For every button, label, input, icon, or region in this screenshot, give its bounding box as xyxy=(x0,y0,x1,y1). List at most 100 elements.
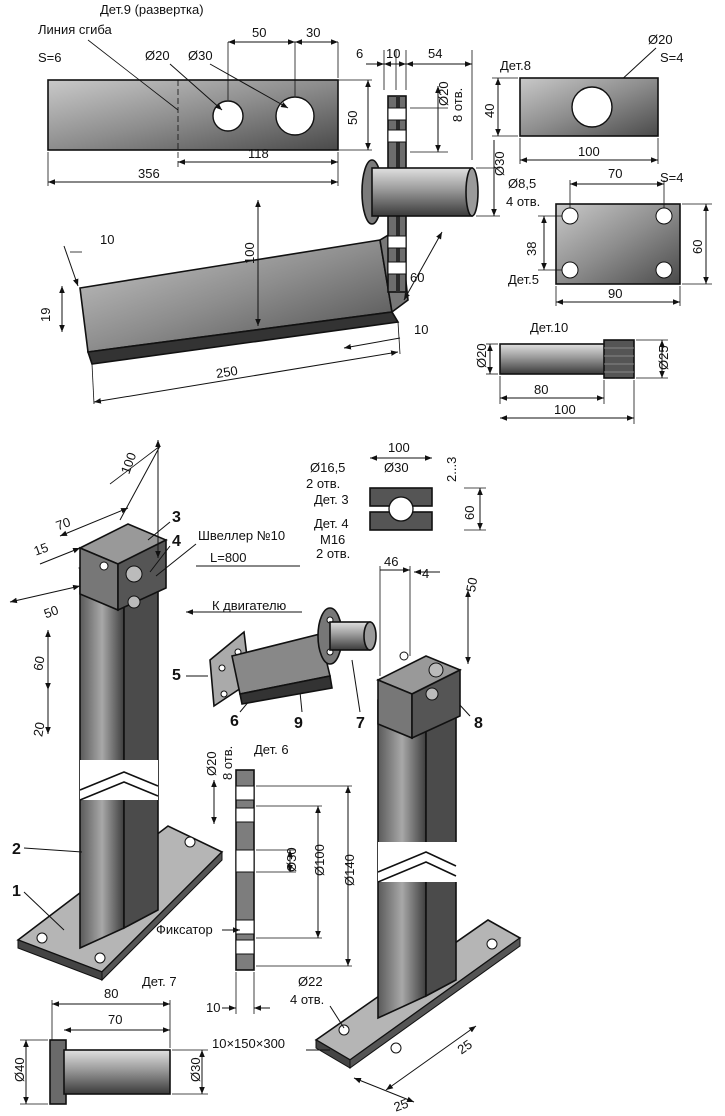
det34-height: 60 xyxy=(462,506,477,520)
det6-shaft-dia: Ø30 xyxy=(492,151,507,176)
det8-height: 40 xyxy=(482,104,497,118)
callout-7: 7 xyxy=(356,715,365,732)
left-dim-20: 20 xyxy=(30,721,47,738)
det6-d100: Ø100 xyxy=(312,844,327,876)
det5-thickness: S=4 xyxy=(660,170,684,185)
callout-6: 6 xyxy=(230,713,239,730)
bracket-dim-60: 60 xyxy=(410,270,424,285)
det9-flat-pattern: Дет.9 (развертка) Линия сгиба S=6 Ø20 Ø3… xyxy=(38,2,372,186)
det6-front: Дет. 6 Ø20 8 отв. Ø30 Ø100 Ø140 Фиксатор… xyxy=(156,742,357,1015)
left-dim-60: 60 xyxy=(30,655,47,672)
det8-width: 100 xyxy=(578,144,600,159)
det9-hole2-label: Ø30 xyxy=(188,48,213,63)
det9-dim-118: 118 xyxy=(248,146,269,161)
shaft xyxy=(371,167,473,217)
channel-length: L=800 xyxy=(210,550,247,565)
det10-pin xyxy=(499,343,607,375)
det9-dim-30: 30 xyxy=(306,25,320,40)
callout-3: 3 xyxy=(172,509,181,526)
motor-label: К двигателю xyxy=(212,598,287,613)
det34-clamp: 100 Ø16,5 Ø30 2 отв. 2...3 Дет. 3 Дет. 4… xyxy=(306,440,486,561)
bracket-dim-19: 19 xyxy=(38,308,53,322)
det9-bent-bracket: 10 100 19 250 10 60 xyxy=(38,200,443,405)
channel-label: Швеллер №10 xyxy=(198,528,285,543)
base-holes: Ø22 xyxy=(298,974,323,989)
base-holes-count: 4 отв. xyxy=(290,992,324,1007)
motor-bracket-assembly: К двигателю xyxy=(186,598,377,708)
callout-4: 4 xyxy=(172,533,181,550)
det34-bore: Ø30 xyxy=(384,460,409,475)
det7-d30: Ø30 xyxy=(188,1057,203,1082)
det5-dim-90: 90 xyxy=(608,286,622,301)
det7-title: Дет. 7 xyxy=(142,974,177,989)
det34-gap: 2...3 xyxy=(444,457,459,482)
det5-holes: Ø8,5 xyxy=(508,176,536,191)
det10-d25: Ø25 xyxy=(656,345,671,370)
det9-dim-356: 356 xyxy=(138,166,160,181)
det6-side-assembly: 6 10 54 Ø20 8 отв. Ø30 xyxy=(356,46,507,293)
det10-d80: 80 xyxy=(534,382,548,397)
det8: Дет.8 Ø20 S=4 40 100 xyxy=(482,32,684,164)
det34-d100: 100 xyxy=(388,440,410,455)
det9-hole1-label: Ø20 xyxy=(145,48,170,63)
det6-holes: Ø20 xyxy=(204,751,219,776)
det9-dim-height: 50 xyxy=(345,111,360,125)
callout-9: 9 xyxy=(294,715,303,732)
base-dim-25b: 25 xyxy=(392,1096,411,1115)
det34-det4: Дет. 4 xyxy=(314,516,349,531)
det10-title: Дет.10 xyxy=(530,320,568,335)
det10: Дет.10 Ø20 Ø25 80 100 xyxy=(474,320,671,424)
det8-title: Дет.8 xyxy=(500,58,531,73)
det5-dim-70: 70 xyxy=(608,166,622,181)
det6-holes-count: 8 отв. xyxy=(220,746,235,780)
det34-det3: Дет. 3 xyxy=(314,492,349,507)
bracket-dim-10b: 10 xyxy=(414,322,428,337)
det6-d10: 10 xyxy=(206,1000,220,1015)
left-dim-70: 70 xyxy=(54,514,73,533)
det10-d100: 100 xyxy=(554,402,576,417)
det7-d70: 70 xyxy=(108,1012,122,1027)
bend-line-label: Линия сгиба xyxy=(38,22,113,37)
right-dim-46: 46 xyxy=(384,554,398,569)
det8-hole-circle xyxy=(571,86,613,128)
det6-dim-54: 54 xyxy=(428,46,442,61)
det34-hole: Ø16,5 xyxy=(310,460,345,475)
det6-title: Дет. 6 xyxy=(254,742,289,757)
callout-5: 5 xyxy=(172,667,181,684)
det10-d20: Ø20 xyxy=(474,343,489,368)
det8-thickness: S=4 xyxy=(660,50,684,65)
det7-d40: Ø40 xyxy=(12,1057,27,1082)
base-dim-25a: 25 xyxy=(454,1037,474,1058)
det9-hole-30 xyxy=(275,96,315,136)
bracket-dim-10a: 10 xyxy=(100,232,114,247)
det6-d30: Ø30 xyxy=(284,847,299,872)
det5-dim-60: 60 xyxy=(690,240,705,254)
det5-title: Дет.5 xyxy=(508,272,539,287)
det7-d80: 80 xyxy=(104,986,118,1001)
det34-thread-count: 2 отв. xyxy=(316,546,350,561)
right-dim-4: 4 xyxy=(422,566,429,581)
det6-holes-count: 8 отв. xyxy=(450,88,465,122)
det5: Ø8,5 4 отв. 70 S=4 38 60 Дет.5 90 xyxy=(506,166,712,306)
det6-lock: Фиксатор xyxy=(156,922,213,937)
callout-8: 8 xyxy=(474,715,483,732)
det7: Дет. 7 80 70 Ø40 Ø30 xyxy=(12,974,208,1105)
det9-title: Дет.9 (развертка) xyxy=(100,2,204,17)
det8-hole: Ø20 xyxy=(648,32,673,47)
right-dim-50: 50 xyxy=(463,576,480,593)
det5-dim-38: 38 xyxy=(524,242,539,256)
left-dim-15: 15 xyxy=(32,540,51,559)
right-stand: 46 4 50 Ø22 4 отв. 10×150×300 25 25 xyxy=(212,554,522,1115)
det6-dim-10: 10 xyxy=(386,46,400,61)
left-stand: 100 15 70 50 60 20 Швеллер №10 L=800 xyxy=(9,440,300,982)
left-dim-100: 100 xyxy=(118,450,140,476)
det5-holes-count: 4 отв. xyxy=(506,194,540,209)
det6-d140: Ø140 xyxy=(342,854,357,886)
base-size: 10×150×300 xyxy=(212,1036,285,1051)
det6-dim-6: 6 xyxy=(356,46,363,61)
det7-body xyxy=(63,1049,171,1095)
left-dim-50: 50 xyxy=(42,602,61,621)
bracket-dim-250: 250 xyxy=(215,363,239,381)
det34-thread: M16 xyxy=(320,532,345,547)
